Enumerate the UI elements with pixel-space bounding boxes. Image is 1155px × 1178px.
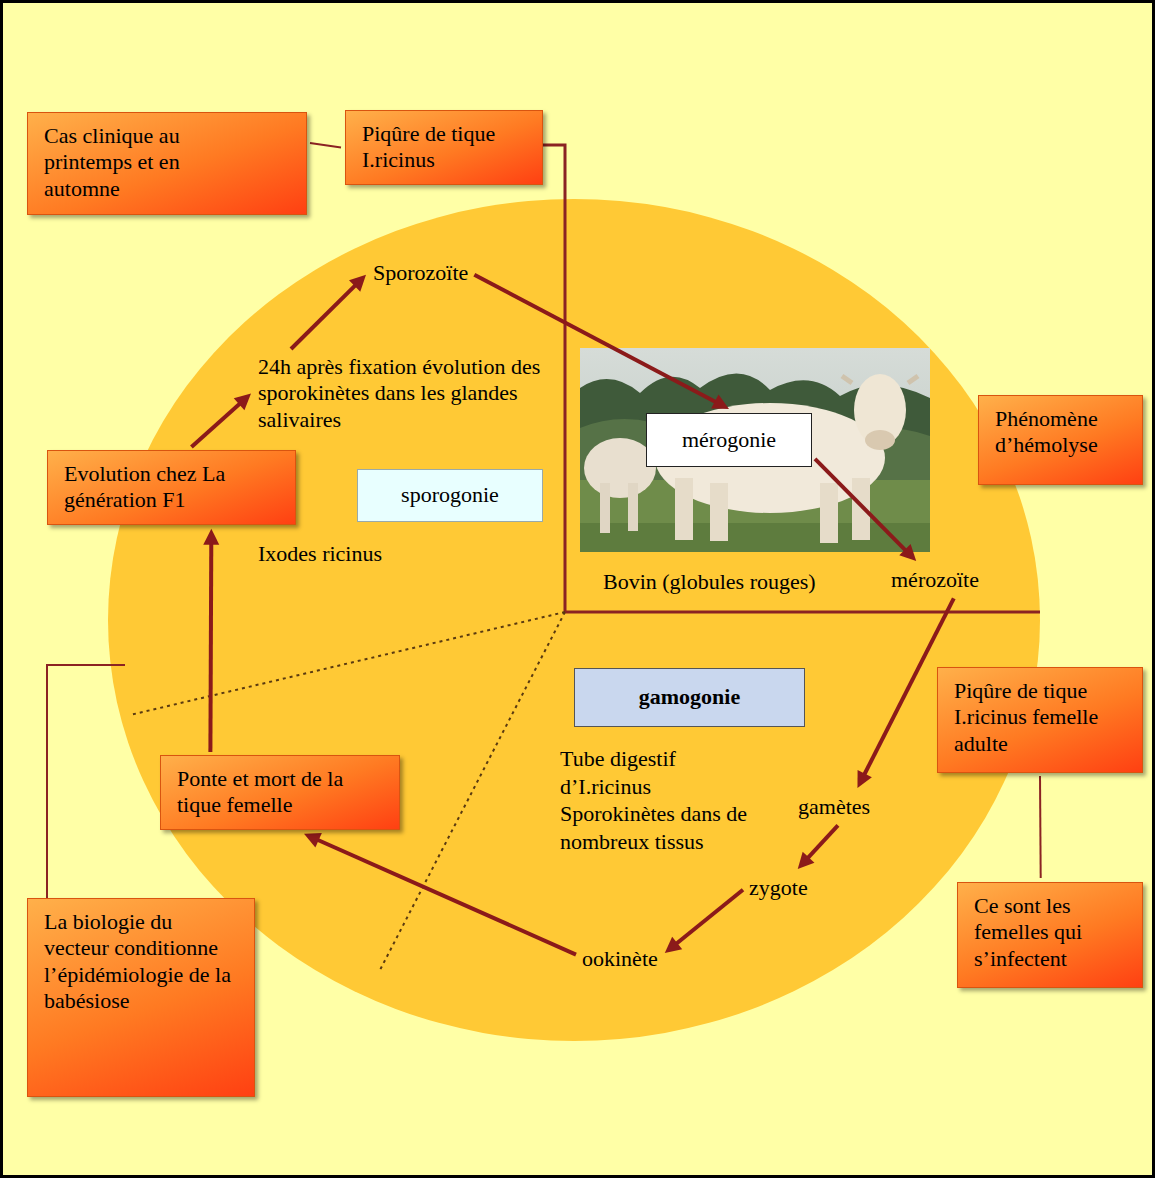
cycle-arrow (191, 394, 251, 447)
stage-label: 24h après fixation évolution des sporoki… (258, 354, 552, 433)
stage-label: gamètes (798, 794, 870, 820)
connector-line (317, 839, 576, 954)
photo-cow (842, 376, 918, 383)
region-label: Ixodes ricinus (258, 540, 382, 568)
connector-line (676, 890, 743, 945)
callout-box: Evolution chez La génération F1 (47, 450, 296, 525)
stage-text: Sporozoïte (370, 258, 471, 288)
arrow-head (798, 852, 815, 869)
cycle-arrow (815, 459, 916, 561)
arrow-head (665, 937, 682, 953)
stage-label: Sporozoïte (373, 260, 468, 286)
connector-line (291, 285, 356, 349)
leader-line (1040, 776, 1042, 878)
stage-label: mérozoïte (891, 567, 979, 593)
divider-line (543, 145, 1040, 612)
stage-text: ookinète (579, 944, 661, 974)
phase-box: sporogonie (357, 469, 543, 522)
stage-text: mérozoïte (888, 565, 982, 595)
callout-text: Phénomène d’hémolyse (995, 406, 1130, 459)
arrow-head (304, 833, 322, 848)
photo-cow (820, 483, 838, 543)
arrow-head (711, 394, 729, 409)
cycle-arrow (304, 833, 576, 955)
callout-text: Piqûre de tique I.ricinus (362, 121, 530, 174)
callout-box: Piqûre de tique I.ricinus (345, 110, 543, 185)
callout-text: Ponte et mort de la tique femelle (177, 766, 387, 819)
arrow-head (234, 394, 251, 411)
region-label: Bovin (globules rouges) (603, 568, 816, 596)
callout-box: Ponte et mort de la tique femelle (160, 755, 400, 830)
photo-sky (580, 348, 930, 552)
arrow-head (349, 275, 366, 292)
callout-text: Piqûre de tique I.ricinus femelle adulte (954, 678, 1130, 757)
cycle-arrow (798, 825, 838, 869)
callout-box: Phénomène d’hémolyse (978, 395, 1143, 485)
callout-box: Piqûre de tique I.ricinus femelle adulte (937, 667, 1143, 773)
stage-label: sporogonie (401, 482, 499, 508)
phase-box: gamogonie (574, 668, 805, 727)
connector-line (1039, 776, 1042, 878)
leader-line (310, 143, 341, 147)
leader-line (47, 665, 125, 898)
callout-box: La biologie du vecteur conditionne l’épi… (27, 898, 255, 1097)
stage-text: zygote (746, 873, 811, 903)
callout-box: Cas clinique au printemps et en automne (27, 112, 307, 215)
arrow-head (857, 770, 871, 788)
connector-line (815, 459, 906, 551)
connector-line (191, 403, 240, 447)
stage-label: ookinète (582, 946, 658, 972)
stage-label: mérogonie (682, 427, 776, 453)
callout-text: Evolution chez La génération F1 (64, 461, 283, 514)
callout-text: Cas clinique au printemps et en automne (44, 123, 224, 202)
region-label: Tube digestif d’I.ricinus Sporokinètes d… (560, 745, 770, 855)
stage-label: zygote (749, 875, 808, 901)
callout-text: La biologie du vecteur conditionne l’épi… (44, 909, 242, 1015)
connector-line (807, 825, 838, 858)
phase-box: mérogonie (646, 413, 812, 467)
arrow-head (203, 529, 219, 545)
connector-line (208, 543, 213, 752)
callout-text: Ce sont les femelles qui s’infectent (974, 893, 1130, 972)
photo-cow (865, 430, 895, 450)
cycle-arrow (203, 529, 219, 752)
connector-line (310, 143, 341, 147)
photo-cow (600, 483, 610, 533)
stage-label: gamogonie (639, 684, 740, 710)
cycle-arrow (665, 890, 743, 953)
cycle-arrow (291, 275, 366, 349)
arrow-head (899, 544, 916, 561)
photo-cow (710, 483, 728, 541)
stage-text: gamètes (795, 792, 873, 822)
photo-cow (675, 478, 693, 540)
photo-cow (628, 483, 638, 531)
stage-text: 24h après fixation évolution des sporoki… (255, 352, 555, 435)
callout-box: Ce sont les femelles qui s’infectent (957, 882, 1143, 988)
